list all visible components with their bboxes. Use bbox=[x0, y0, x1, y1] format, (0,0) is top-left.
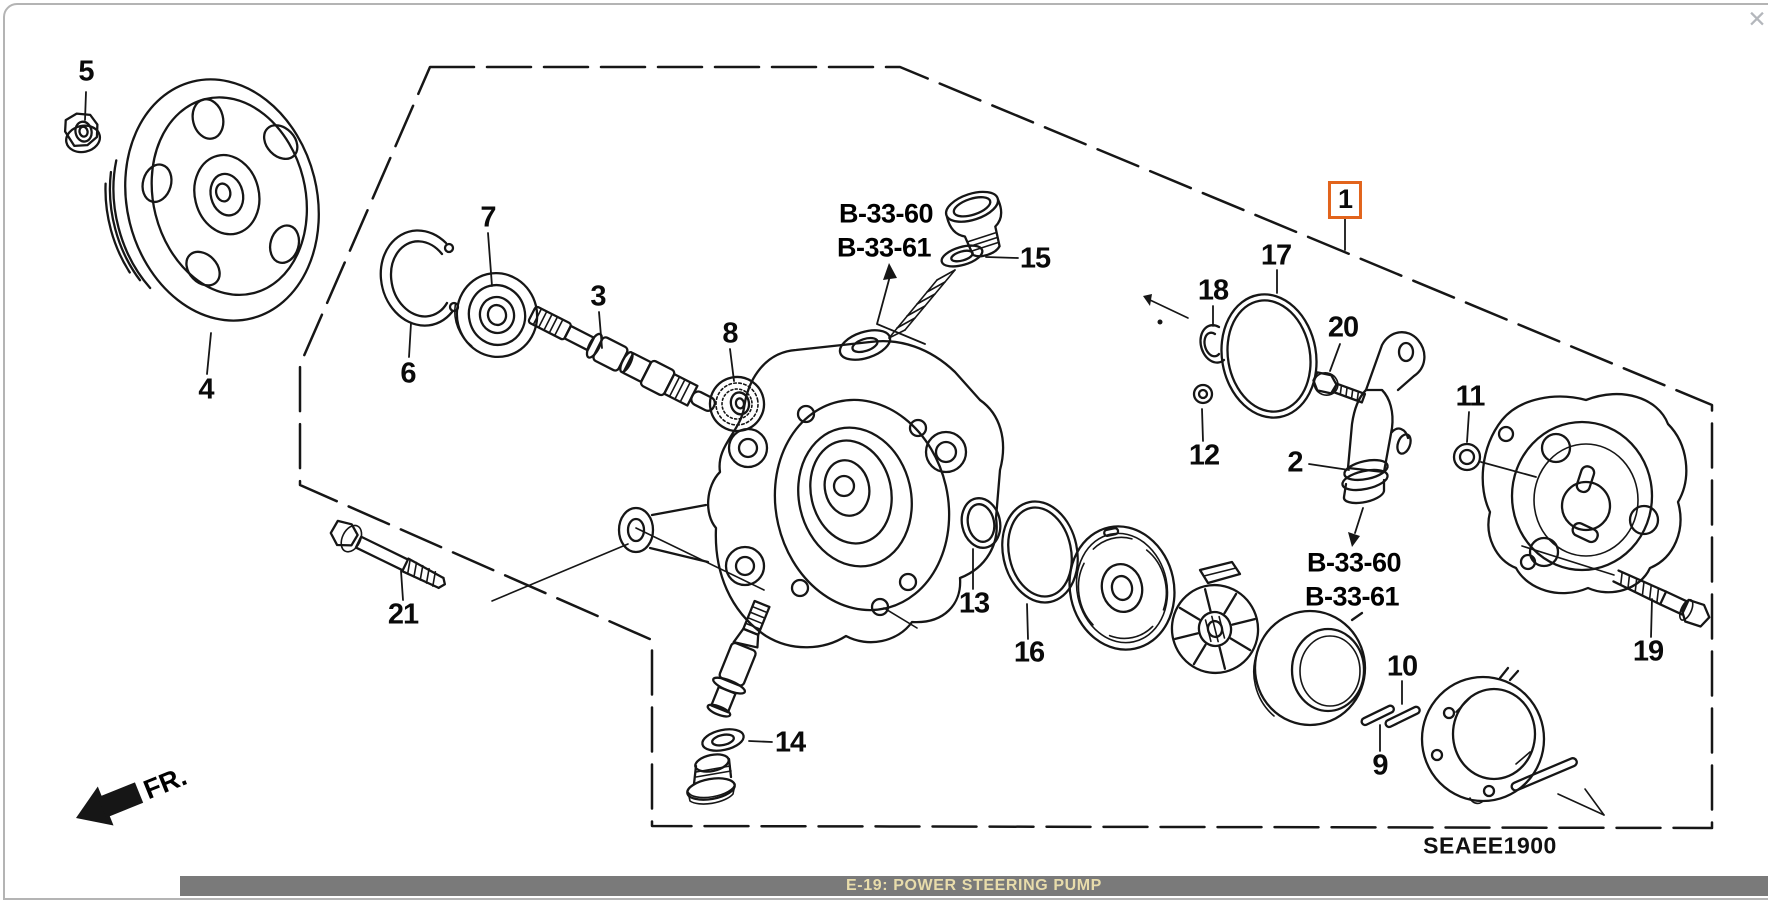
construction-lines bbox=[491, 527, 1615, 816]
snap-ring-part-6 bbox=[379, 229, 460, 327]
part-callout-6[interactable]: 6 bbox=[400, 357, 416, 390]
part-callout-14[interactable]: 14 bbox=[774, 726, 806, 759]
fr-label: FR. bbox=[139, 761, 191, 805]
leader-lines bbox=[84, 91, 1653, 752]
rotor-key bbox=[1198, 560, 1242, 585]
close-icon[interactable]: ✕ bbox=[1747, 6, 1767, 32]
relief-spring bbox=[888, 269, 956, 339]
o-ring-part-17 bbox=[1220, 293, 1318, 419]
part-callout-8[interactable]: 8 bbox=[722, 317, 738, 350]
dowel-pin-part-10 bbox=[1384, 705, 1421, 729]
service-ref-label-1[interactable]: B-33-61 bbox=[836, 232, 932, 263]
pulley-part-4 bbox=[104, 78, 320, 322]
control-valve-stack bbox=[706, 599, 771, 718]
part-callout-1[interactable]: 1 bbox=[1327, 181, 1363, 219]
cam-ring bbox=[1420, 666, 1546, 805]
bolt-part-19 bbox=[1612, 569, 1711, 628]
part-callout-11[interactable]: 11 bbox=[1455, 380, 1486, 413]
part-callout-21[interactable]: 21 bbox=[387, 598, 419, 631]
grommet-part-12 bbox=[1192, 383, 1214, 405]
rear-cover-body bbox=[1481, 392, 1688, 595]
pump-shaft-part-3 bbox=[527, 305, 717, 412]
footer-title-bar: E-19: POWER STEERING PUMP bbox=[180, 876, 1768, 896]
o-ring-part-16 bbox=[1001, 500, 1079, 604]
service-ref-label-0[interactable]: B-33-60 bbox=[838, 198, 934, 229]
suction-joint-part-2 bbox=[1341, 331, 1426, 505]
part-callout-5[interactable]: 5 bbox=[78, 55, 94, 88]
sealing-washer-part-15 bbox=[940, 244, 984, 268]
part-callout-17[interactable]: 17 bbox=[1260, 239, 1292, 272]
part-callout-13[interactable]: 13 bbox=[958, 587, 990, 620]
footer-title: E-19: POWER STEERING PUMP bbox=[846, 877, 1102, 894]
part-callout-18[interactable]: 18 bbox=[1197, 274, 1229, 307]
drain-plug bbox=[686, 753, 736, 805]
fr-direction-arrow: FR. bbox=[76, 761, 191, 826]
assembly-boundary-outline bbox=[298, 65, 1714, 830]
side-plate bbox=[1068, 525, 1176, 651]
pump-housing-body bbox=[617, 329, 1005, 649]
vane-rotor bbox=[1170, 583, 1260, 675]
alignment-pin bbox=[1510, 757, 1578, 792]
snap-ring-part-18 bbox=[1199, 324, 1226, 364]
bearing-part-7 bbox=[454, 271, 539, 359]
o-ring-part-13 bbox=[960, 497, 1002, 549]
bolt-part-20 bbox=[1312, 371, 1367, 404]
diagram-code: SEAEE1900 bbox=[1423, 832, 1557, 859]
part-callout-12[interactable]: 12 bbox=[1188, 439, 1220, 472]
part-callout-19[interactable]: 19 bbox=[1632, 635, 1664, 668]
part-callout-7[interactable]: 7 bbox=[480, 201, 496, 234]
sleeve-ring bbox=[1253, 609, 1367, 727]
part-callout-15[interactable]: 15 bbox=[1019, 242, 1051, 275]
part-callout-9[interactable]: 9 bbox=[1372, 749, 1388, 782]
o-ring-part-11 bbox=[1452, 442, 1482, 472]
pulley-nut-part-5 bbox=[63, 112, 102, 154]
part-callout-3[interactable]: 3 bbox=[590, 280, 606, 313]
bolt-part-21 bbox=[329, 519, 447, 590]
part-callout-2[interactable]: 2 bbox=[1287, 446, 1303, 479]
part-callout-4[interactable]: 4 bbox=[198, 373, 214, 406]
service-ref-label-3[interactable]: B-33-61 bbox=[1304, 581, 1400, 612]
service-ref-label-2[interactable]: B-33-60 bbox=[1306, 547, 1402, 578]
filler-plug-part bbox=[944, 190, 1003, 258]
part-callout-16[interactable]: 16 bbox=[1013, 636, 1045, 669]
reference-arrows bbox=[876, 263, 1364, 547]
part-callout-20[interactable]: 20 bbox=[1327, 311, 1359, 344]
dowel-pin-part-9 bbox=[1360, 704, 1395, 727]
sealing-washer-part-14 bbox=[701, 728, 745, 752]
part-callout-10[interactable]: 10 bbox=[1386, 650, 1418, 683]
